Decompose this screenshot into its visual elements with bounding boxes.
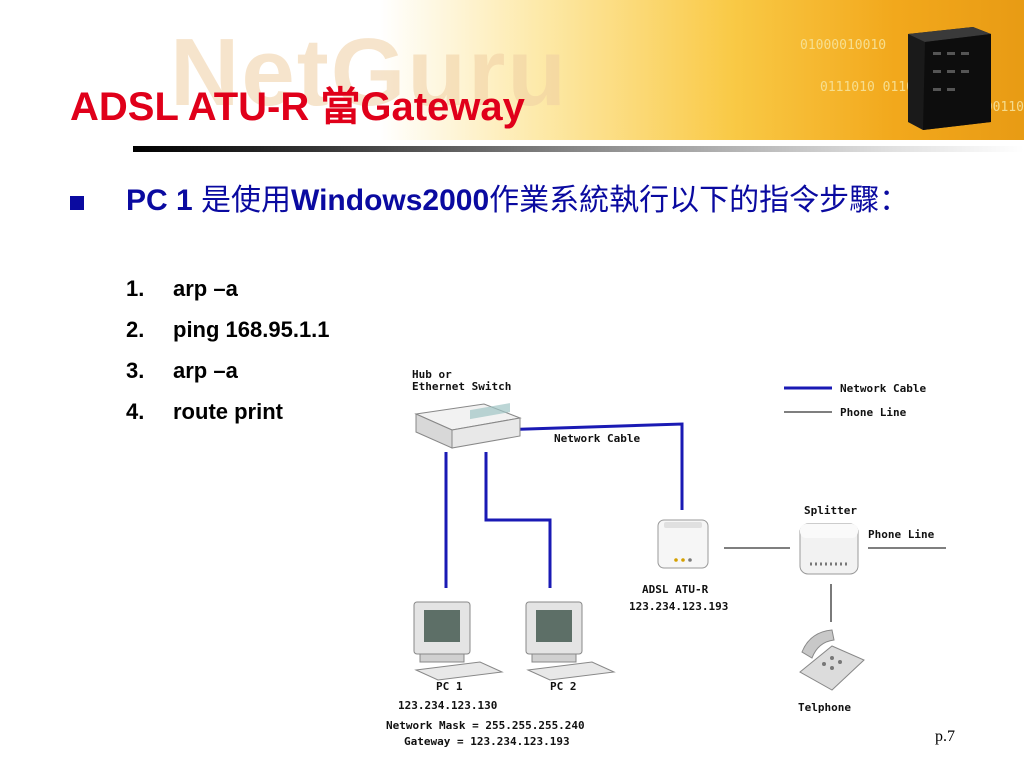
gateway: Gateway = 123.234.123.193 — [404, 735, 570, 748]
bullet-text-os: Windows2000 — [291, 184, 490, 217]
telephone-icon — [799, 629, 865, 691]
atur-ip: 123.234.123.193 — [629, 600, 728, 613]
network-mask: Network Mask = 255.255.255.240 — [386, 719, 585, 732]
network-cable-label: Network Cable — [554, 432, 640, 445]
hub-switch-icon — [414, 403, 522, 449]
step-number: 2. — [126, 317, 145, 342]
step-text: arp –a — [173, 358, 238, 383]
step-number: 3. — [126, 358, 145, 383]
server-icon — [908, 27, 991, 130]
pc1-label: PC 1 — [436, 680, 463, 693]
bullet-text-cjk-1: 是使用 — [201, 183, 292, 218]
telephone-label: Telphone — [798, 701, 851, 714]
legend-phone-label: Phone Line — [840, 406, 907, 419]
network-diagram: Network Cable Phone Line Hub or Ethernet… — [386, 368, 946, 748]
binary-decoration: 0111010 01100 — [820, 80, 922, 95]
title-underline — [133, 146, 1024, 152]
bullet-text-cjk-2: 作業系統執行以下的指令步驟： — [489, 183, 910, 218]
splitter-icon — [799, 523, 859, 575]
hub-label: Hub or — [412, 368, 452, 381]
splitter-label: Splitter — [804, 504, 857, 517]
hub-label: Ethernet Switch — [412, 380, 511, 393]
binary-decoration: 01000010010 — [800, 38, 887, 53]
netguru-watermark: NetGuru — [170, 19, 568, 126]
bullet-text-pc: PC 1 — [126, 184, 202, 217]
pc2-computer-icon — [525, 601, 616, 681]
step-text: ping 168.95.1.1 — [173, 317, 330, 342]
step-text: arp –a — [173, 276, 238, 301]
pc2-label: PC 2 — [550, 680, 577, 693]
atur-label: ADSL ATU-R — [642, 583, 709, 596]
page-number: p.7 — [935, 728, 955, 745]
slide-title: ADSL ATU-R 當Gateway — [70, 85, 525, 129]
step-number: 4. — [126, 399, 145, 424]
adsl-modem-icon — [657, 519, 709, 569]
bullet-square-icon — [70, 196, 84, 210]
phone-line-label: Phone Line — [868, 528, 935, 541]
step-text: route print — [173, 399, 283, 424]
cable-hub-to-pc2 — [484, 452, 552, 588]
pc1-computer-icon — [413, 601, 504, 681]
pc1-ip: 123.234.123.130 — [398, 699, 497, 712]
header-banner: NetGuru 01000010010 0111010 01100 110 01… — [0, 0, 1024, 148]
bullet-text: PC 1 是使用Windows2000作業系統執行以下的指令步驟： — [126, 180, 976, 222]
legend-network-label: Network Cable — [840, 382, 926, 395]
step-number: 1. — [126, 276, 145, 301]
